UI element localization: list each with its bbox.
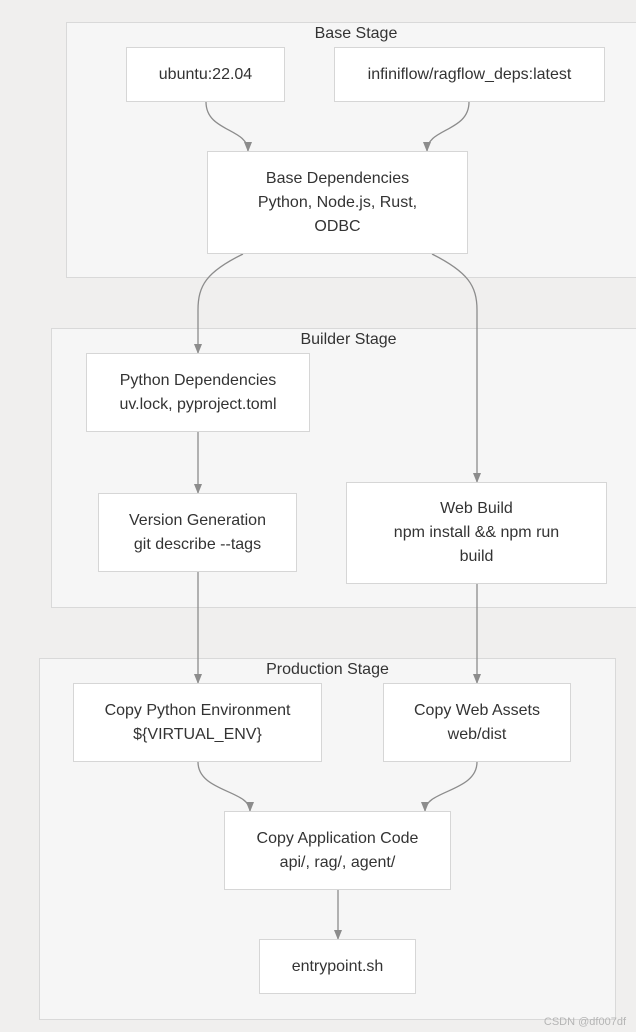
copy-application-code-node: Copy Application Code api/, rag/, agent/ (224, 811, 451, 890)
production-stage-title: Production Stage (266, 661, 389, 678)
base-dependencies-detail-2: ODBC (314, 217, 361, 235)
copy-web-assets-node: Copy Web Assets web/dist (383, 683, 571, 762)
web-build-node: Web Build npm install && npm run build (346, 482, 607, 584)
watermark-text: CSDN @df007df (543, 1016, 626, 1028)
copy-web-assets-title: Copy Web Assets (414, 701, 540, 719)
web-build-title: Web Build (440, 500, 513, 517)
version-generation-title: Version Generation (129, 511, 266, 529)
python-dependencies-detail: uv.lock, pyproject.toml (119, 395, 277, 413)
ragflow-deps-node: infiniflow/ragflow_deps:latest (334, 47, 605, 102)
base-dependencies-node: Base Dependencies Python, Node.js, Rust,… (207, 151, 468, 254)
entrypoint-node: entrypoint.sh (259, 939, 416, 994)
python-dependencies-node: Python Dependencies uv.lock, pyproject.t… (86, 353, 310, 432)
ubuntu-node: ubuntu:22.04 (126, 47, 285, 102)
web-build-detail-2: build (459, 548, 494, 565)
copy-application-code-title: Copy Application Code (256, 829, 419, 847)
web-build-detail-1: npm install && npm run (393, 524, 560, 541)
entrypoint-label: entrypoint.sh (291, 957, 384, 975)
copy-python-environment-node: Copy Python Environment ${VIRTUAL_ENV} (73, 683, 322, 762)
copy-python-environment-detail: ${VIRTUAL_ENV} (133, 725, 262, 743)
copy-application-code-detail: api/, rag/, agent/ (279, 853, 396, 871)
version-generation-node: Version Generation git describe --tags (98, 493, 297, 572)
ragflow-deps-node-label: infiniflow/ragflow_deps:latest (367, 65, 572, 83)
base-dependencies-title: Base Dependencies (265, 169, 410, 187)
version-generation-detail: git describe --tags (133, 535, 262, 553)
copy-python-environment-title: Copy Python Environment (104, 701, 291, 719)
builder-stage-title: Builder Stage (300, 331, 397, 348)
python-dependencies-title: Python Dependencies (119, 371, 277, 389)
base-dependencies-detail-1: Python, Node.js, Rust, (257, 193, 418, 211)
ubuntu-node-label: ubuntu:22.04 (158, 65, 253, 83)
copy-web-assets-detail: web/dist (447, 725, 507, 743)
base-stage-title: Base Stage (314, 25, 398, 42)
